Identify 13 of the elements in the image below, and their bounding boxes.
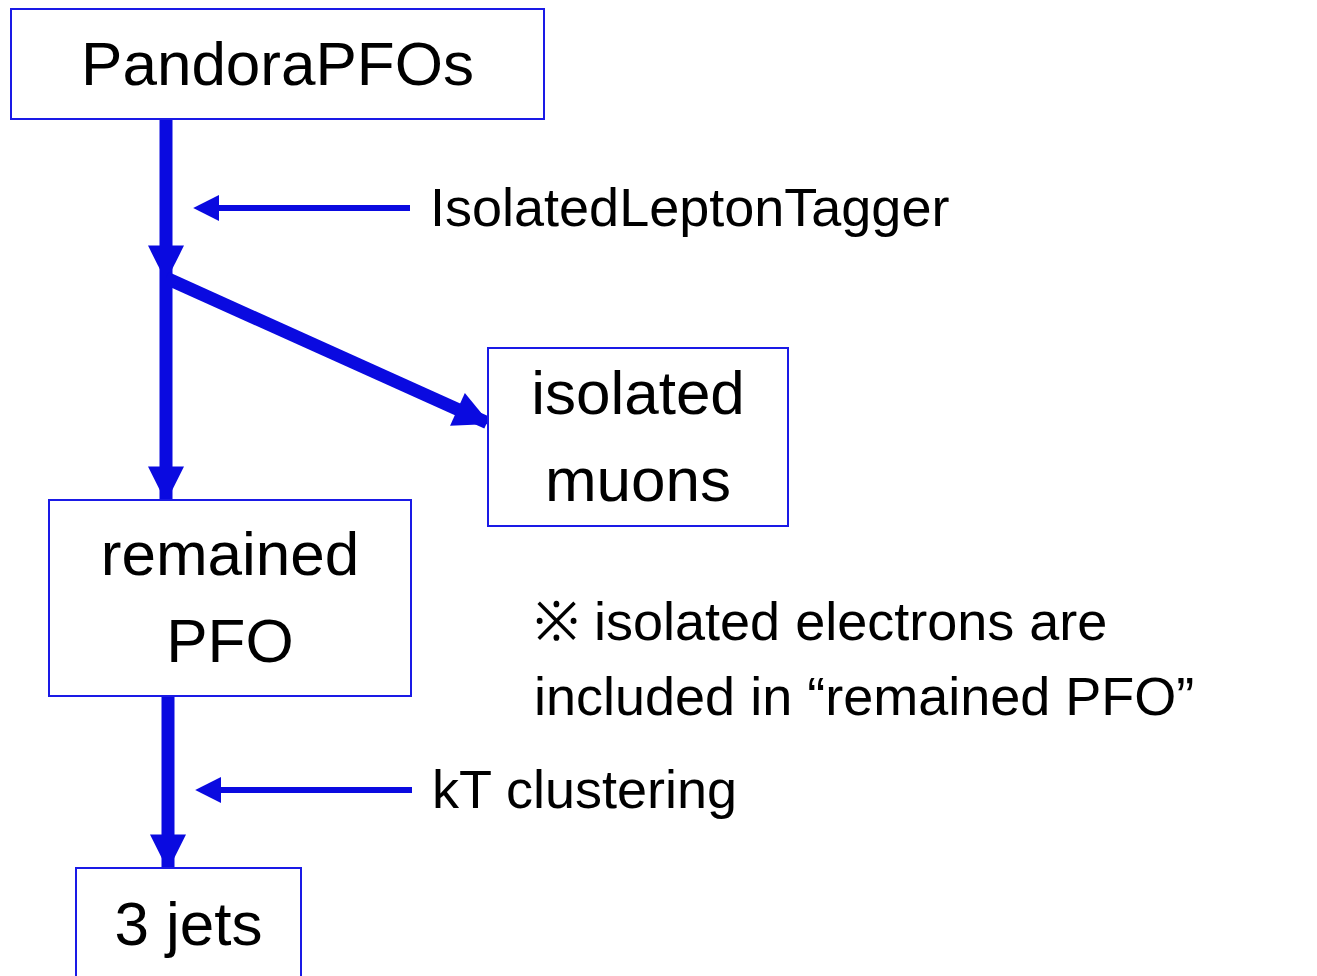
- step-label: IsolatedLeptonTagger: [430, 176, 950, 240]
- process-box: [48, 499, 412, 697]
- box-label: remained PFO: [99, 518, 361, 677]
- box-label: PandoraPFOs: [81, 27, 474, 100]
- box-label: isolated muons: [530, 357, 746, 516]
- pointer-arrow: [195, 777, 412, 803]
- box-label: 3 jets: [114, 888, 263, 961]
- process-box: [487, 347, 789, 527]
- note-text: ※ isolated electrons are included in “remained PFO”: [534, 590, 1196, 728]
- process-box: [10, 8, 545, 120]
- pointer-arrow: [193, 195, 410, 221]
- process-box: [75, 867, 302, 976]
- step-label: kT clustering: [432, 758, 738, 822]
